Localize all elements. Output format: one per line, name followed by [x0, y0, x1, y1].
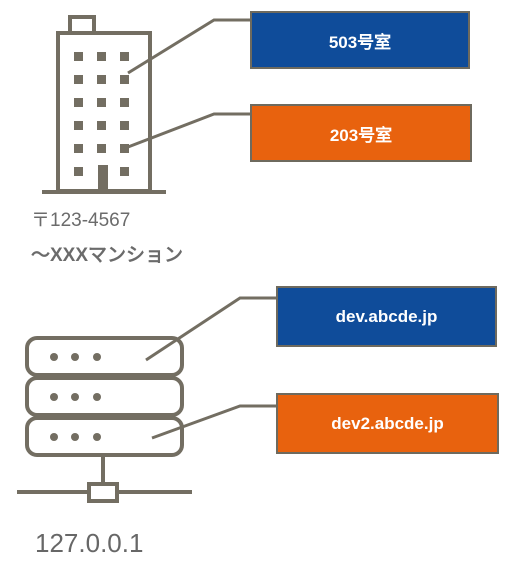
- server-rack-icon: [17, 336, 192, 503]
- connector-dev: [145, 296, 276, 362]
- building-name: 〜XXXマンション: [31, 245, 184, 266]
- postal-code: 〒123-4567: [31, 210, 131, 231]
- domain-dev-label: dev.abcde.jp: [276, 286, 497, 347]
- ip-address: 127.0.0.1: [35, 528, 144, 558]
- connector-203: [127, 112, 250, 149]
- office-building-icon: [42, 15, 166, 194]
- room-203-label: 203号室: [250, 104, 472, 162]
- connector-dev2: [151, 404, 276, 440]
- room-503-label: 503号室: [250, 11, 470, 69]
- connector-503: [127, 18, 250, 75]
- domain-dev2-label: dev2.abcde.jp: [276, 393, 499, 454]
